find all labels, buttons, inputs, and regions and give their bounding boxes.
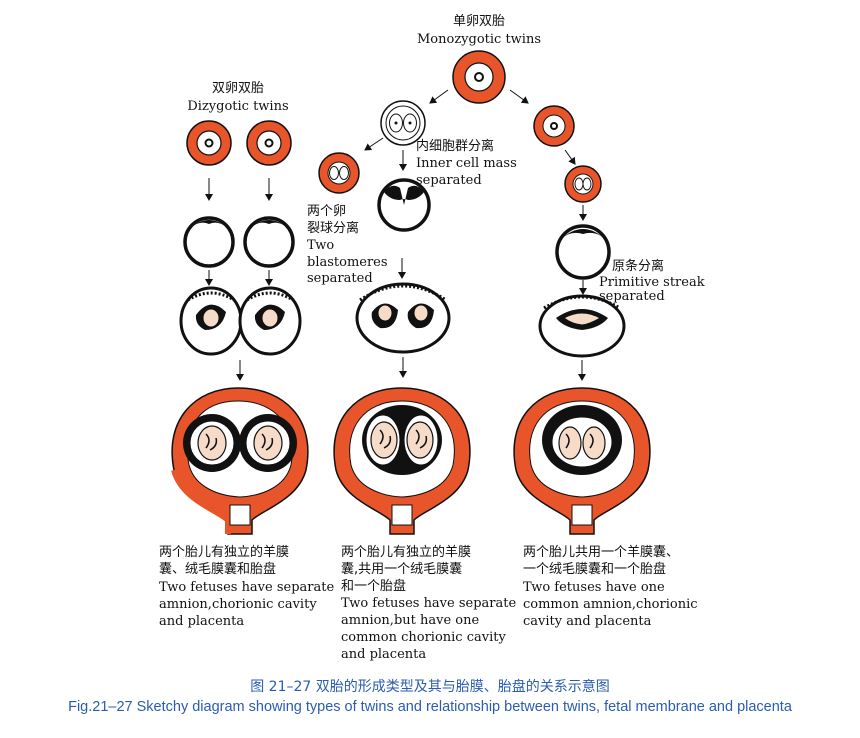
figure-caption-en: Fig.21–27 Sketchy diagram showing types … [68,699,792,715]
blastomere-label-en-2: blastomeres [307,255,388,270]
embryo-sac-2 [238,286,302,356]
two-cell-right [564,165,602,203]
desc-left-zh-2: 囊、绒毛膜囊和胎盘 [159,562,277,577]
arrow [564,149,576,165]
figure-caption-zh: 图 21–27 双胎的形成类型及其与胎膜、胎盘的关系示意图 [250,679,610,695]
blastocyst-right [555,224,611,280]
desc-left-en-1: Two fetuses have separate [159,580,335,595]
two-blastomere-split [318,152,360,194]
primitive-streak-label-en-1: Primitive streak [599,275,705,290]
icm-label-zh: 内细胞群分离 [416,139,495,154]
blastomere-label-zh-2: 裂球分离 [307,221,360,236]
embryo-sac-middle [355,282,451,354]
desc-right-zh-1: 两个胎儿共用一个羊膜囊、 [523,545,680,560]
blastocyst-2 [243,216,295,268]
desc-right-en-1: Two fetuses have one [523,580,665,595]
primitive-streak-label-en-2: separated [599,289,665,304]
desc-right-en-3: cavity and placenta [523,614,652,629]
mono-label-en: Monozygotic twins [416,32,542,47]
mono-label-zh: 单卵双胎 [452,14,505,29]
icm-label-en-1: Inner cell mass [416,156,517,171]
blastocyst-middle [377,178,431,232]
desc-left-zh-1: 两个胎儿有独立的羊膜 [159,545,290,560]
uterus-shared-amnion [513,387,651,535]
desc-left-en-2: amnion,chorionic cavity [159,597,317,612]
arrow [364,137,384,151]
blastomere-label-en-1: Two [307,238,335,253]
dizygotic-label-en: Dizygotic twins [187,99,289,114]
primitive-streak-label-zh: 原条分离 [612,259,665,274]
embryo-sac-right [538,294,626,358]
desc-middle-en-3: common chorionic cavity [341,630,506,645]
desc-left-en-3: and placenta [159,614,245,629]
dizygotic-egg-1 [186,120,232,166]
zygote-right-1 [533,105,575,147]
desc-middle-en-2: amnion,but have one [341,613,480,628]
uterus-dizygotic [171,387,309,535]
desc-middle-zh-1: 两个胎儿有独立的羊膜 [341,545,472,560]
icm-label-en-2: separated [416,173,482,188]
desc-middle-en-1: Two fetuses have separate [341,596,517,611]
blastocyst-1 [183,216,235,268]
blastomere-label-zh-1: 两个卵 [307,204,347,219]
desc-middle-zh-3: 和一个胎盘 [341,579,407,594]
desc-middle-en-4: and placenta [341,647,427,662]
arrow [509,89,529,104]
desc-right-en-2: common amnion,chorionic [523,597,698,612]
arrow [429,89,449,104]
embryo-sac-1 [179,286,243,356]
blastomere-label-en-3: separated [307,271,373,286]
two-cell-stage-left [380,100,426,146]
dizygotic-label-zh: 双卵双胎 [211,81,264,96]
mono-zygote [452,50,506,104]
dizygotic-egg-2 [246,120,292,166]
desc-middle-zh-2: 囊,共用一个绒毛膜囊 [341,562,463,577]
desc-right-zh-2: 一个绒毛膜囊和一个胎盘 [523,562,667,577]
uterus-shared-chorion [333,387,471,535]
